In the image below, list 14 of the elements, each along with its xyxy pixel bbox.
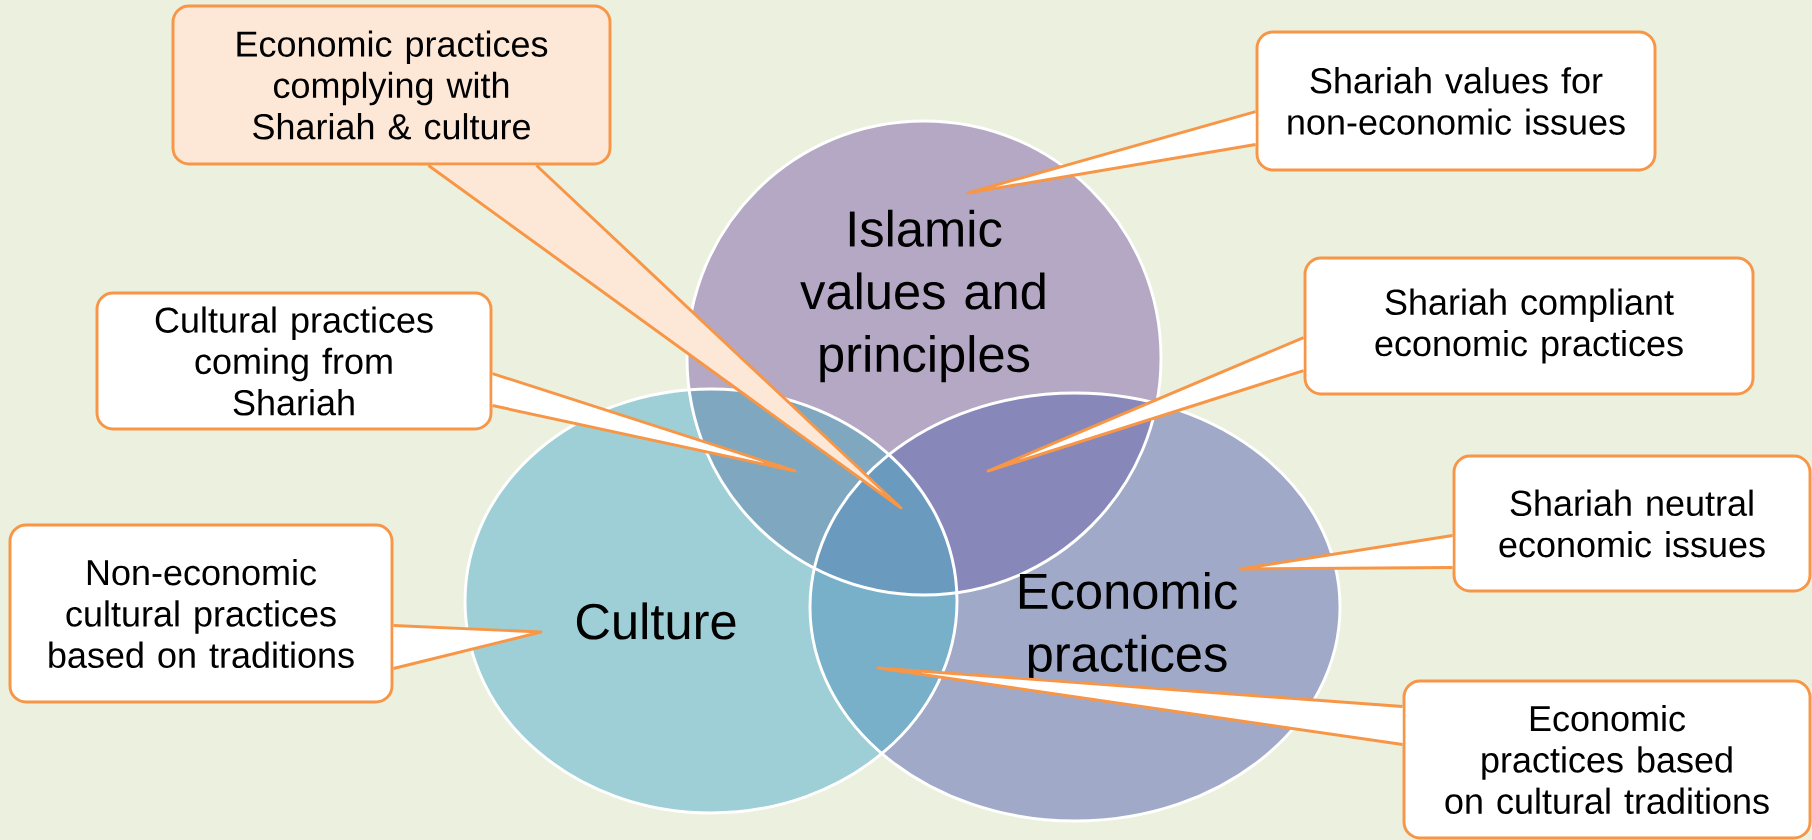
callout-pointer (1238, 534, 1453, 571)
callout-box: Cultural practices coming from Shariah (95, 291, 493, 431)
callout-box: Economic practices complying with Shariah & culture (171, 4, 612, 166)
callout-box: Shariah neutral economic issues (1452, 454, 1812, 593)
callout-box: Economic practices based on cultural traditions (1402, 679, 1812, 840)
callout-box: Non-economic cultural practices based on traditions (8, 523, 394, 704)
callout-pointer (492, 372, 797, 473)
callout-pointer (966, 110, 1256, 195)
callout-box: Shariah compliant economic practices (1303, 256, 1755, 396)
callout-pointer (876, 666, 1403, 746)
callout-pointer (427, 164, 903, 510)
callout-pointer (986, 336, 1305, 473)
callout-pointer (393, 624, 543, 670)
callout-box: Shariah values for non-economic issues (1255, 30, 1657, 172)
